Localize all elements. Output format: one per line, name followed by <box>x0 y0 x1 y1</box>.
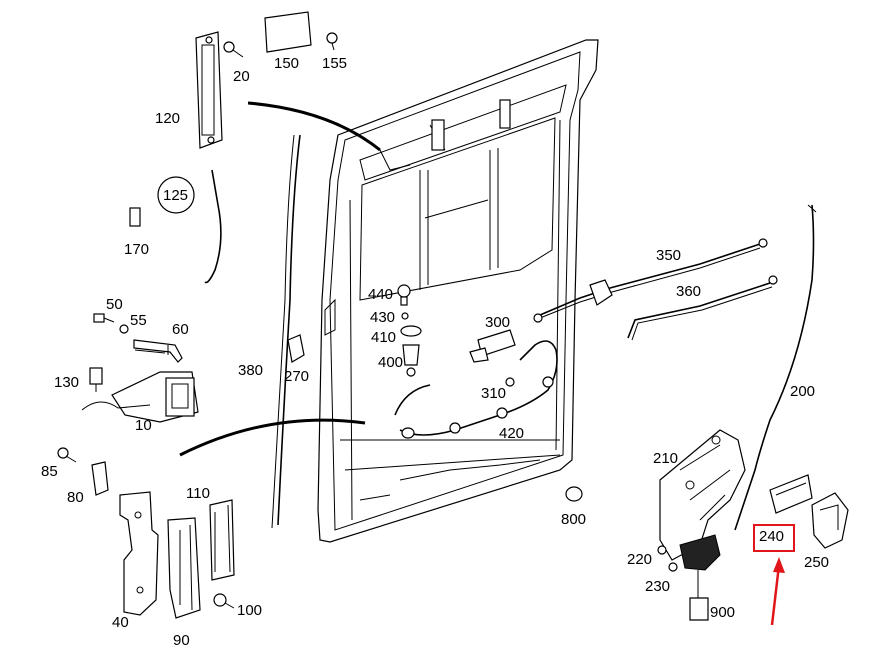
screw-20 <box>223 41 244 58</box>
module-240 <box>769 474 813 514</box>
part-110 <box>209 499 235 581</box>
callout-270: 270 <box>284 368 310 385</box>
callout-85: 85 <box>41 463 58 480</box>
callout-155: 155 <box>322 55 348 72</box>
bracket-60 <box>133 339 183 363</box>
callout-380: 380 <box>238 362 264 379</box>
callout-220: 220 <box>627 551 653 568</box>
highlight-arrow <box>770 557 785 626</box>
callout-55: 55 <box>130 312 147 329</box>
callout-210: 210 <box>653 450 679 467</box>
callout-150: 150 <box>274 55 300 72</box>
arrow-upper <box>247 101 381 152</box>
screw-50 <box>93 313 115 323</box>
callout-230: 230 <box>645 578 671 595</box>
bracket-90 <box>167 517 201 619</box>
callout-100: 100 <box>237 602 263 619</box>
handle-10 <box>81 367 199 423</box>
callout-350: 350 <box>656 247 682 264</box>
callout-900: 900 <box>710 604 736 621</box>
screw-230 <box>668 562 678 572</box>
cap-800 <box>565 486 583 502</box>
callout-420: 420 <box>499 425 525 442</box>
arrow-lower <box>179 418 366 457</box>
callout-430: 430 <box>370 309 396 326</box>
cable-200 <box>734 204 815 531</box>
callout-400: 400 <box>378 354 404 371</box>
lock-210 <box>659 429 746 561</box>
callout-300: 300 <box>485 314 511 331</box>
rod-350 <box>533 238 768 323</box>
clip-80 <box>91 461 109 496</box>
callout-200: 200 <box>790 383 816 400</box>
actuator-300 <box>469 329 516 363</box>
callout-360: 360 <box>676 283 702 300</box>
cylinder-900 <box>679 534 721 621</box>
plate-150 <box>264 11 312 53</box>
callout-80: 80 <box>67 489 84 506</box>
callout-125: 125 <box>163 187 189 204</box>
callout-90: 90 <box>173 632 190 649</box>
callout-40: 40 <box>112 614 129 631</box>
screw-155 <box>326 32 338 51</box>
rod-360 <box>627 275 778 341</box>
screw-220 <box>657 545 667 555</box>
callout-440: 440 <box>368 286 394 303</box>
actuator-250 <box>811 492 849 549</box>
callout-50: 50 <box>106 296 123 313</box>
screw-310 <box>505 377 515 387</box>
door-panel <box>317 39 599 543</box>
callout-120: 120 <box>155 110 181 127</box>
callout-60: 60 <box>172 321 189 338</box>
screw-100 <box>213 593 235 609</box>
callout-170: 170 <box>124 241 150 258</box>
callout-410: 410 <box>371 329 397 346</box>
hinge-bracket-120 <box>195 31 223 149</box>
callout-800: 800 <box>561 511 587 528</box>
callout-310: 310 <box>481 385 507 402</box>
washer-55 <box>119 324 129 334</box>
highlight-box-240 <box>753 524 795 552</box>
callout-240: 240 <box>759 528 785 545</box>
callout-250: 250 <box>804 554 830 571</box>
callout-110: 110 <box>186 485 210 502</box>
callout-20: 20 <box>233 68 250 85</box>
bracket-40 <box>119 491 159 616</box>
cable-125 <box>129 169 222 284</box>
grommet-270 <box>287 334 305 363</box>
seal-strip-380 <box>277 134 301 526</box>
fastener-stack <box>397 284 422 377</box>
callout-10: 10 <box>135 417 152 434</box>
screw-85 <box>57 447 77 463</box>
callout-130: 130 <box>54 374 80 391</box>
